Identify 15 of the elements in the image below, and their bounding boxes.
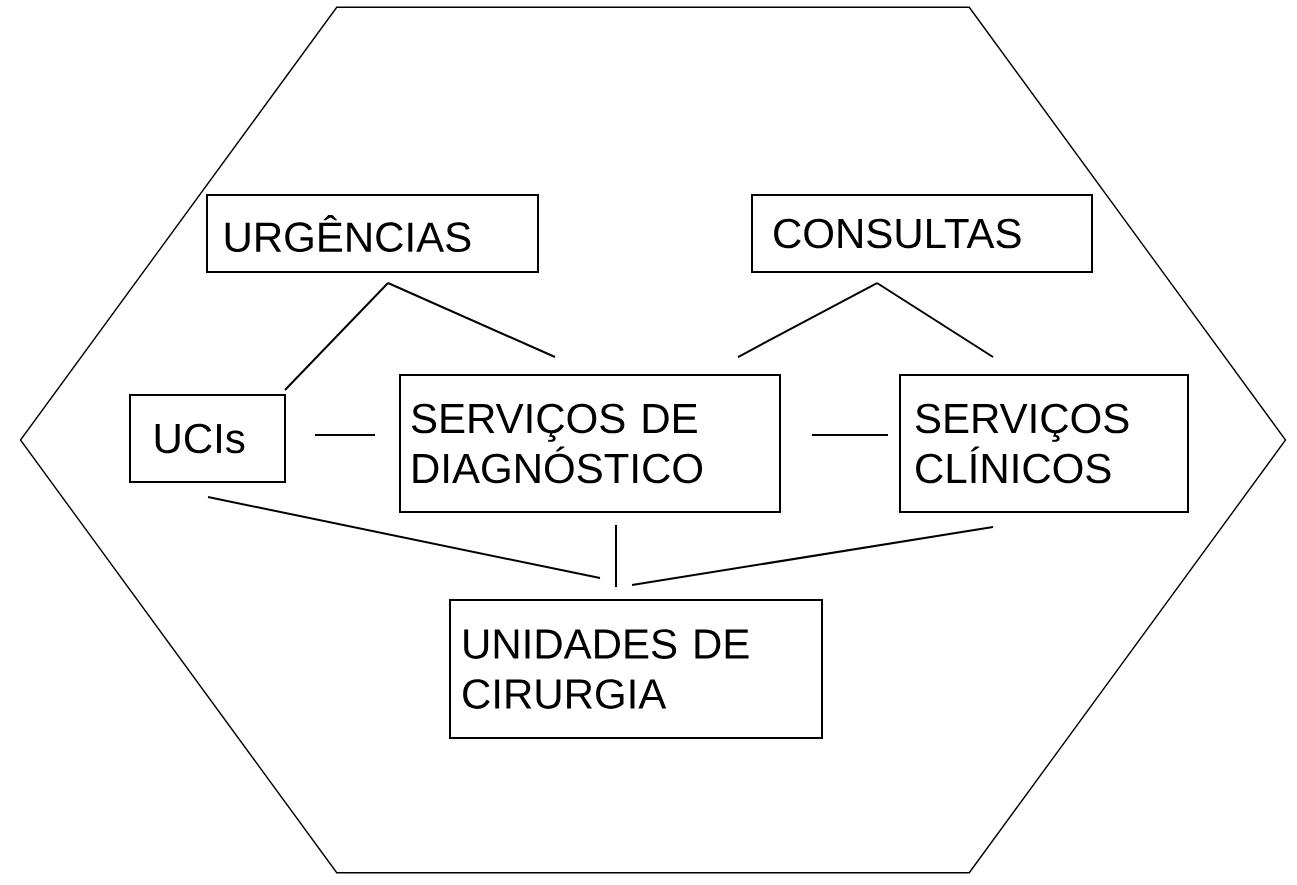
connector-line (615, 524, 617, 588)
connector-line (387, 282, 556, 358)
connector-line (314, 434, 376, 436)
text-box: SERVIÇOS CLÍNICOS (899, 374, 1189, 513)
connector-line (284, 282, 389, 391)
connector-line (207, 496, 601, 579)
text-box: UCIs (129, 394, 286, 483)
connector-line (631, 526, 994, 586)
text-box: SERVIÇOS DE DIAGNÓSTICO (399, 374, 781, 513)
connector-line (737, 282, 878, 358)
text-box: CONSULTAS (751, 194, 1093, 273)
text-box: URGÊNCIAS (206, 194, 539, 273)
connector-line (876, 282, 994, 358)
text-box: UNIDADES DE CIRURGIA (449, 599, 823, 739)
connector-line (811, 434, 889, 436)
